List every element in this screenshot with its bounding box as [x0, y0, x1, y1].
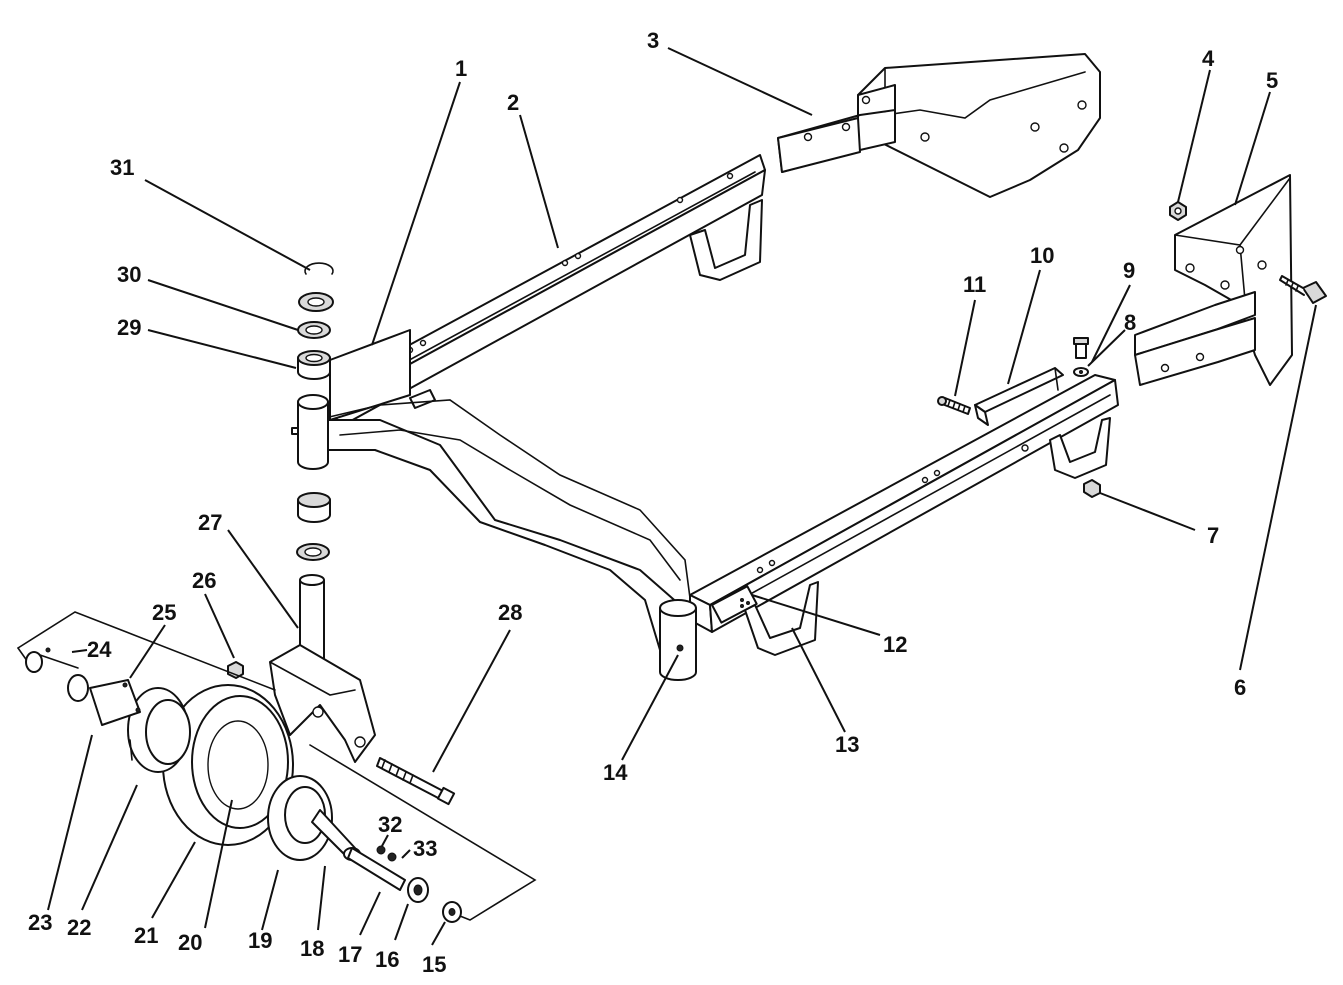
leader-lines	[47, 47, 1317, 946]
callout-13: 13	[835, 732, 859, 757]
part-32-fitting	[376, 845, 386, 855]
callout-25: 25	[152, 600, 176, 625]
part-19-rim-half	[267, 775, 333, 861]
part-22-rim-half	[127, 687, 191, 773]
part-6-bolt	[1279, 275, 1327, 304]
callout-12: 12	[883, 632, 907, 657]
part-4-nut	[1169, 201, 1187, 221]
callout-30: 30	[117, 262, 141, 287]
callout-3: 3	[647, 28, 659, 53]
part-7-nut	[1083, 479, 1101, 498]
callout-29: 29	[117, 315, 141, 340]
callout-16: 16	[375, 947, 399, 972]
callout-20: 20	[178, 930, 202, 955]
callout-11: 11	[963, 272, 986, 297]
callout-26: 26	[192, 568, 216, 593]
part-15-washer	[442, 901, 462, 923]
part-10-plate	[974, 367, 1064, 426]
callout-23: 23	[28, 910, 52, 935]
part-3-mount-bracket	[777, 53, 1101, 198]
callout-27: 27	[198, 510, 222, 535]
callout-32: 32	[378, 812, 402, 837]
part-29-bushing	[297, 350, 331, 380]
callout-21: 21	[134, 923, 158, 948]
part-31-snap-ring	[304, 262, 334, 275]
callout-24: 24	[87, 637, 112, 662]
part-14-pivot-tube	[659, 599, 697, 681]
part-5-mount-bracket	[1134, 174, 1293, 386]
callout-19: 19	[248, 928, 272, 953]
callout-4: 4	[1202, 46, 1215, 71]
part-9-bolt	[1073, 337, 1089, 359]
part-33-nut	[387, 852, 397, 862]
part-26-fitting	[227, 661, 244, 679]
part-16-bearing	[407, 877, 429, 903]
callout-22: 22	[67, 915, 91, 940]
part-21-tire	[162, 684, 294, 846]
callout-28: 28	[498, 600, 522, 625]
callout-5: 5	[1266, 68, 1278, 93]
callout-31: 31	[110, 155, 134, 180]
part-27-caster-fork	[269, 574, 376, 763]
callout-9: 9	[1123, 258, 1135, 283]
part-2-frame-rail	[329, 154, 766, 429]
callout-15: 15	[422, 952, 446, 977]
callout-6: 6	[1234, 675, 1246, 700]
callout-33: 33	[413, 836, 437, 861]
callout-17: 17	[338, 942, 362, 967]
part-24-bolt	[25, 647, 79, 673]
part-8-washer	[1073, 367, 1089, 377]
callout-7: 7	[1207, 523, 1219, 548]
callout-18: 18	[300, 936, 324, 961]
callout-8: 8	[1124, 310, 1136, 335]
lower-bushing	[296, 492, 331, 561]
part-11-bolt	[937, 396, 971, 415]
part-17-axle-tube	[347, 847, 406, 891]
callout-14: 14	[603, 760, 628, 785]
part-28-axle-bolt	[376, 757, 456, 806]
right-frame-rail	[689, 374, 1119, 656]
callout-1: 1	[455, 56, 467, 81]
callout-labels: 1 2 3 4 5 6 7 8 9 10 11 12 13 14 15 16 1…	[28, 28, 1278, 977]
callout-10: 10	[1030, 243, 1054, 268]
callout-2: 2	[507, 90, 519, 115]
caster-pivot-tube	[291, 394, 329, 470]
part-1-side-plate	[329, 329, 436, 421]
part-30-washer	[297, 292, 334, 339]
part-25-hub	[67, 674, 141, 726]
